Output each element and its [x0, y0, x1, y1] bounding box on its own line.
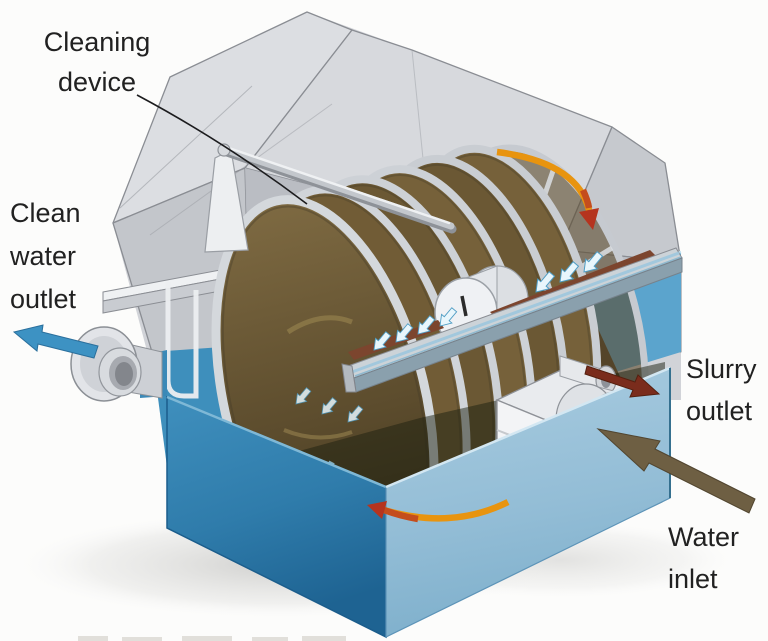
- bottom-crop-marks: [78, 636, 346, 641]
- label-clean-water-outlet: Clean water outlet: [10, 192, 120, 321]
- label-line: Water: [668, 522, 740, 552]
- label-line: Clean: [10, 198, 81, 228]
- rotation-arrow-top: [496, 148, 599, 230]
- cleaning-device: [136, 94, 457, 253]
- label-water-inlet: Water inlet: [668, 516, 764, 600]
- slurry-flow-arrow: [584, 365, 661, 398]
- rotation-arrow-bottom: [367, 499, 510, 523]
- label-line: Cleaning: [43, 27, 151, 57]
- water-inlet-flow-arrow: [596, 428, 756, 514]
- label-line: water: [10, 241, 77, 271]
- siphon-pipe: [165, 282, 199, 399]
- clean-water-flow-arrow: [12, 324, 99, 359]
- label-line: Slurry: [686, 354, 757, 384]
- leader-line: [136, 94, 308, 205]
- label-line: outlet: [686, 396, 753, 426]
- label-slurry-outlet: Slurry outlet: [686, 348, 768, 432]
- slurry-trough: [341, 247, 683, 393]
- tank: [166, 366, 671, 639]
- hub-keyway: [460, 295, 468, 317]
- label-line: outlet: [10, 284, 77, 314]
- trough-end-cap: [341, 363, 357, 393]
- spray-bar: [220, 145, 455, 230]
- label-line: device: [57, 67, 137, 97]
- label-cleaning-device: Cleaning device: [20, 22, 174, 102]
- label-line: inlet: [668, 564, 718, 594]
